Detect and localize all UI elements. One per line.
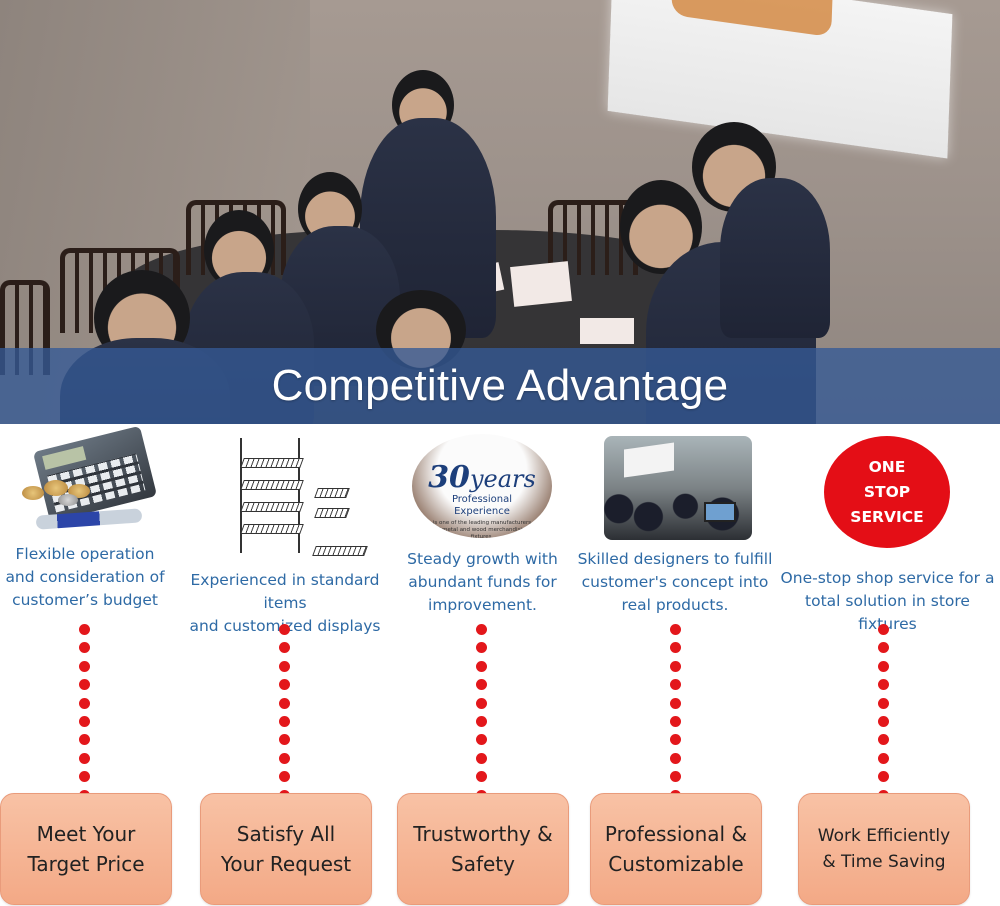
connector-dot	[878, 679, 889, 691]
paper-sheet	[580, 318, 634, 344]
badge-years: 30years	[428, 460, 536, 495]
paper-sheet	[510, 261, 572, 307]
connector-dot	[670, 679, 681, 691]
dotted-connector	[79, 624, 91, 801]
connector-dot	[79, 679, 90, 691]
dotted-connector	[670, 624, 682, 801]
dotted-connector	[878, 624, 890, 801]
title-banner: Competitive Advantage	[0, 348, 1000, 424]
connector-dot	[279, 771, 290, 783]
connector-dot	[878, 642, 889, 654]
connector-dot	[670, 752, 681, 764]
connector-dot	[476, 642, 487, 654]
connector-dot	[670, 624, 681, 635]
connector-dot	[79, 642, 90, 654]
connector-dot	[670, 771, 681, 783]
one-stop-service-icon: ONE STOP SERVICE	[824, 436, 950, 548]
connector-dot	[878, 771, 889, 783]
connector-dot	[79, 697, 90, 709]
connector-dot	[878, 624, 889, 635]
connector-dot	[79, 752, 90, 764]
advantage-column-one-stop: One-stop shop service for a total soluti…	[775, 424, 1000, 906]
advantage-column-trust: Steady growth with abundant funds for im…	[397, 424, 569, 906]
connector-dot	[279, 660, 290, 672]
advantage-column-professional: Skilled designers to fulfill customer's …	[575, 424, 775, 906]
thirty-years-badge-icon: 30years Professional Experience is one o…	[412, 434, 552, 538]
connector-dot	[476, 660, 487, 672]
connector-dot	[279, 752, 290, 764]
connector-dot	[79, 734, 90, 746]
connector-dot	[279, 715, 290, 727]
badge-fine-print: is one of the leading manufacturers of m…	[432, 520, 532, 538]
connector-dot	[279, 697, 290, 709]
connector-dot	[476, 715, 487, 727]
benefit-box-request: Satisfy All Your Request	[200, 793, 372, 905]
badge-line-1: Professional	[451, 494, 513, 505]
connector-dot	[476, 771, 487, 783]
benefit-box-time-saving: Work Efficiently & Time Saving	[798, 793, 970, 905]
connector-dot	[476, 679, 487, 691]
projector-screen	[607, 0, 953, 159]
connector-dot	[79, 624, 90, 635]
connector-dot	[279, 624, 290, 635]
calculator-coins-icon	[0, 424, 170, 544]
connector-dot	[476, 624, 487, 635]
display-rack-drawing-icon	[232, 438, 368, 558]
design-meeting-photo-icon	[604, 436, 752, 540]
advantage-caption: Flexible operation and consideration of …	[5, 545, 165, 609]
connector-dot	[79, 771, 90, 783]
connector-dot	[670, 642, 681, 654]
advantage-column-request: Experienced in standard items and custom…	[170, 424, 400, 906]
connector-dot	[476, 752, 487, 764]
advantage-caption: One-stop shop service for a total soluti…	[780, 569, 995, 633]
connector-dot	[79, 660, 90, 672]
benefit-box-target-price: Meet Your Target Price	[0, 793, 172, 905]
connector-dot	[878, 697, 889, 709]
connector-dot	[670, 715, 681, 727]
advantage-icons-row: 30years Professional Experience is one o…	[0, 424, 1000, 906]
connector-dot	[670, 734, 681, 746]
connector-dot	[279, 679, 290, 691]
benefit-box-trust: Trustworthy & Safety	[397, 793, 569, 905]
connector-dot	[79, 715, 90, 727]
connector-dot	[279, 642, 290, 654]
advantage-caption: Experienced in standard items and custom…	[189, 571, 381, 635]
advantage-caption: Skilled designers to fulfill customer's …	[577, 550, 773, 614]
badge-line-2: Experience	[454, 506, 510, 517]
dotted-connector	[476, 624, 488, 801]
connector-dot	[476, 697, 487, 709]
connector-dot	[878, 734, 889, 746]
dotted-connector	[279, 624, 291, 801]
connector-dot	[878, 660, 889, 672]
connector-dot	[476, 734, 487, 746]
advantage-column-price: Flexible operation and consideration of …	[0, 424, 172, 906]
connector-dot	[670, 660, 681, 672]
connector-dot	[878, 715, 889, 727]
connector-dot	[878, 752, 889, 764]
connector-dot	[279, 734, 290, 746]
connector-dot	[670, 697, 681, 709]
page-title: Competitive Advantage	[271, 361, 729, 410]
benefit-box-professional: Professional & Customizable	[590, 793, 762, 905]
advantage-caption: Steady growth with abundant funds for im…	[407, 550, 558, 614]
